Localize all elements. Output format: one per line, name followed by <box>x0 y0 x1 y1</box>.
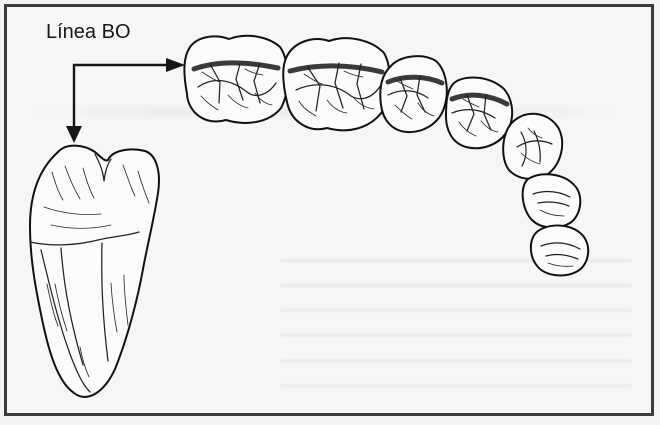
molar-2 <box>283 38 390 130</box>
isolated-tooth-outline <box>30 146 159 397</box>
molar-2-outline <box>283 38 390 130</box>
arrow-group <box>66 58 185 143</box>
callout-arrow-line <box>74 65 170 132</box>
canine-crown-arch <box>503 114 562 179</box>
premolar-1 <box>380 56 447 132</box>
incisor-central <box>531 225 588 275</box>
dental-arch <box>184 36 588 276</box>
premolar-2-outline <box>446 77 512 148</box>
incisor-lateral-outline <box>523 174 581 227</box>
down-arrowhead-icon <box>66 126 82 143</box>
isolated-tooth <box>30 146 159 397</box>
molar-1 <box>184 36 287 123</box>
right-arrowhead-icon <box>166 58 185 72</box>
premolar-2 <box>446 77 512 148</box>
incisor-lateral <box>523 174 581 227</box>
bo-line-label: Línea BO <box>46 21 131 43</box>
canine-crown-arch-outline <box>503 114 562 179</box>
incisor-central-outline <box>531 225 588 275</box>
